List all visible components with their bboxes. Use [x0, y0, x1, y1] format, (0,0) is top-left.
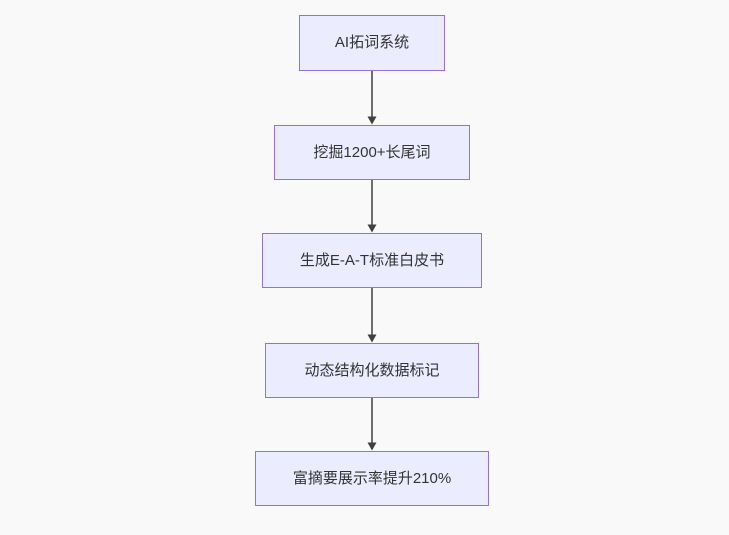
flowchart-node-eat-whitepaper: 生成E-A-T标准白皮书: [262, 233, 482, 288]
node-label: 生成E-A-T标准白皮书: [299, 251, 445, 269]
arrowhead-icon: [367, 334, 377, 343]
arrowhead-icon: [367, 116, 377, 125]
flowchart-node-longtail-mining: 挖掘1200+长尾词: [274, 125, 470, 180]
flowchart-node-ai-word-system: AI拓词系统: [299, 15, 445, 71]
flowchart-node-structured-data-markup: 动态结构化数据标记: [265, 343, 479, 398]
arrowhead-icon: [367, 224, 377, 233]
arrowhead-icon: [367, 442, 377, 451]
node-label: 富摘要展示率提升210%: [292, 469, 452, 487]
flowchart-node-rich-snippet-uplift: 富摘要展示率提升210%: [255, 451, 489, 506]
node-label: AI拓词系统: [334, 34, 410, 51]
node-label: 动态结构化数据标记: [304, 361, 440, 379]
node-label: 挖掘1200+长尾词: [313, 143, 431, 161]
